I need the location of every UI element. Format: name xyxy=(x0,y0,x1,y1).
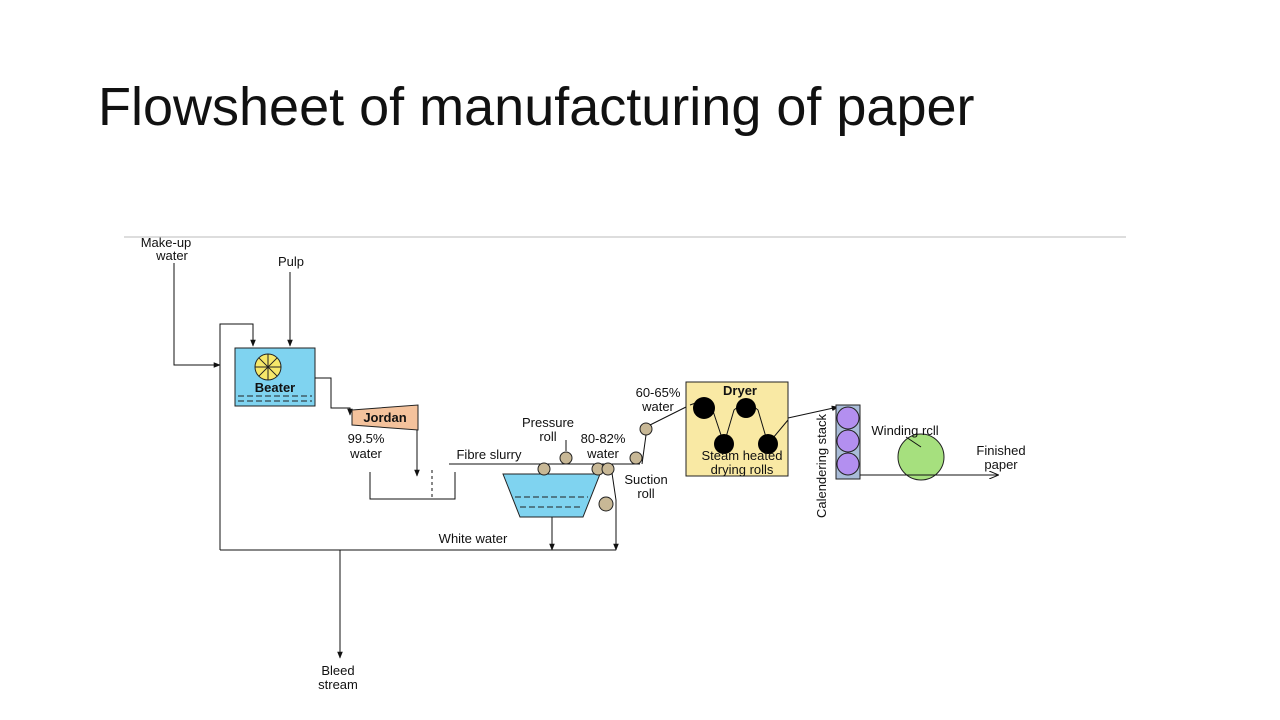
bleed-stream-label-2: stream xyxy=(318,677,358,692)
suction-roll xyxy=(601,462,615,476)
winding-roll xyxy=(897,433,945,481)
beater-vessel xyxy=(234,347,316,407)
beater-to-jordan-line xyxy=(315,377,353,416)
water-6065-label-2: water xyxy=(641,399,674,414)
guide-roll xyxy=(629,451,643,465)
jordan-label: Jordan xyxy=(363,410,406,425)
page-title: Flowsheet of manufacturing of paper xyxy=(98,77,975,137)
finished-paper-label-2: paper xyxy=(984,457,1018,472)
white-water-label: White water xyxy=(439,531,508,546)
suction-roll-label-1: Suction xyxy=(624,472,667,487)
settling-tank xyxy=(502,473,601,518)
jordan-refiner xyxy=(351,404,419,431)
calendering-stack-label: Calendering stack xyxy=(814,413,829,518)
calendering-stack xyxy=(835,404,861,480)
bleed-stream-label-1: Bleed xyxy=(321,663,354,678)
pressure-roll-label-2: roll xyxy=(539,429,556,444)
winding-roll-leader xyxy=(905,436,922,448)
pressure-roll xyxy=(559,451,573,465)
fibre-slurry-label: Fibre slurry xyxy=(456,447,522,462)
makeup-water-stream xyxy=(173,263,221,368)
dryer-label: Dryer xyxy=(723,383,757,398)
finished-paper-label-1: Finished xyxy=(976,443,1025,458)
dryer-to-calender-line xyxy=(787,405,839,419)
mixing-channel xyxy=(369,470,456,500)
steam-heated-label-1: Steam heated xyxy=(702,448,783,463)
sheet-to-dryer-line xyxy=(649,404,691,426)
pulp-label: Pulp xyxy=(278,254,304,269)
suction-roll-label-2: roll xyxy=(637,486,654,501)
makeup-water-label-2: water xyxy=(155,248,188,263)
water-995-label-2: water xyxy=(349,446,382,461)
wire-roll xyxy=(537,462,551,476)
sheet-rise-line xyxy=(641,434,647,465)
water-995-label-1: 99.5% xyxy=(348,431,385,446)
winding-roll-label: Winding rcll xyxy=(871,423,938,438)
steam-heated-label-2: drying rolls xyxy=(711,462,774,477)
water-8082-label-1: 80-82% xyxy=(581,431,626,446)
makeup-water-label-1: Make-up xyxy=(141,235,192,250)
water-8082-label-2: water xyxy=(586,446,619,461)
beater-label: Beater xyxy=(255,380,295,395)
suction-drain-line xyxy=(611,472,619,551)
dryer xyxy=(685,381,789,477)
return-roll xyxy=(598,496,614,512)
pressure-roll-label-1: Pressure xyxy=(522,415,574,430)
water-6065-label-1: 60-65% xyxy=(636,385,681,400)
